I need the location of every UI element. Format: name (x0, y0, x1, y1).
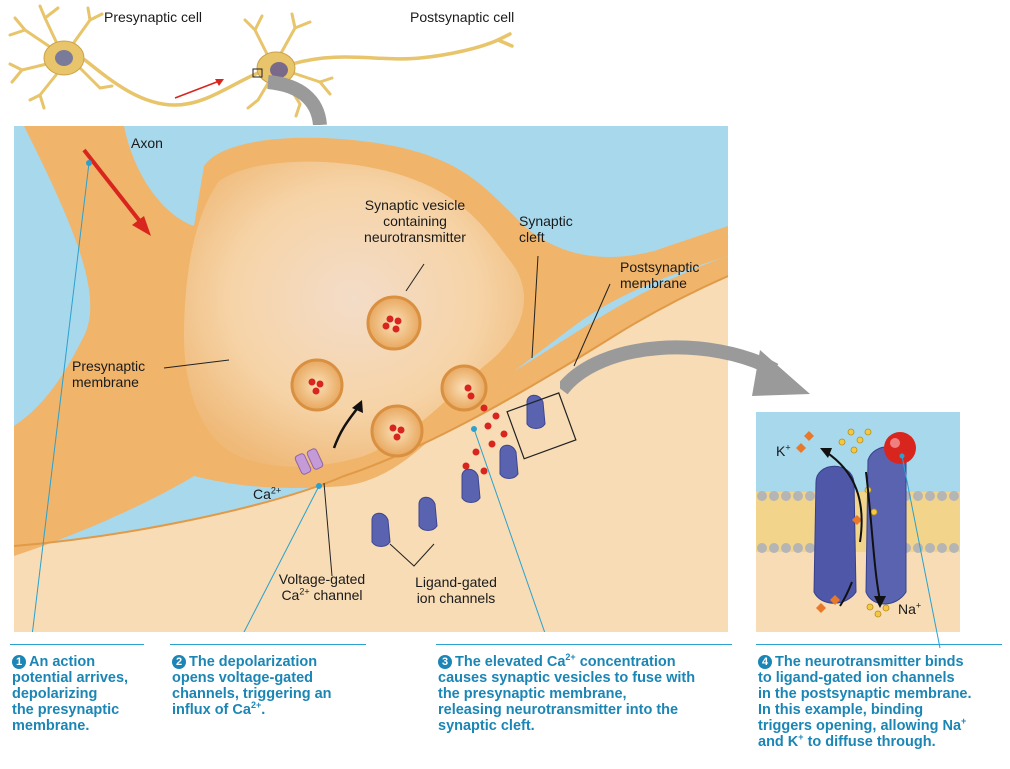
step4-leader-line (880, 452, 950, 652)
ligand-gated-channels-label: Ligand-gated ion channels (406, 574, 506, 606)
step4-number: 4 (758, 655, 772, 669)
inset-zoom-arrow (560, 330, 820, 410)
voltage-gated-channel-label: Voltage-gated Ca2+ channel (272, 571, 372, 603)
sodium-ion-label: Na+ (898, 601, 921, 617)
postsynaptic-membrane-label: Postsynaptic membrane (620, 259, 699, 291)
step1-rule (10, 644, 144, 645)
presynaptic-cell-label: Presynaptic cell (104, 9, 202, 25)
step2-rule (170, 644, 366, 645)
step3-rule (436, 644, 732, 645)
step1-number: 1 (12, 655, 26, 669)
presynaptic-membrane-label: Presynaptic membrane (72, 358, 145, 390)
synaptic-vesicle-label: Synaptic vesicle containing neurotransmi… (356, 197, 474, 245)
potassium-ion-label: K+ (776, 443, 791, 459)
step2-number: 2 (172, 655, 186, 669)
step4-rule (756, 644, 1002, 645)
axon-label: Axon (131, 135, 163, 151)
synaptic-cleft-label: Synaptic cleft (519, 213, 573, 245)
calcium-ion-label: Ca2+ (253, 486, 281, 502)
postsynaptic-cell-label: Postsynaptic cell (410, 9, 514, 25)
step3-number: 3 (438, 655, 452, 669)
